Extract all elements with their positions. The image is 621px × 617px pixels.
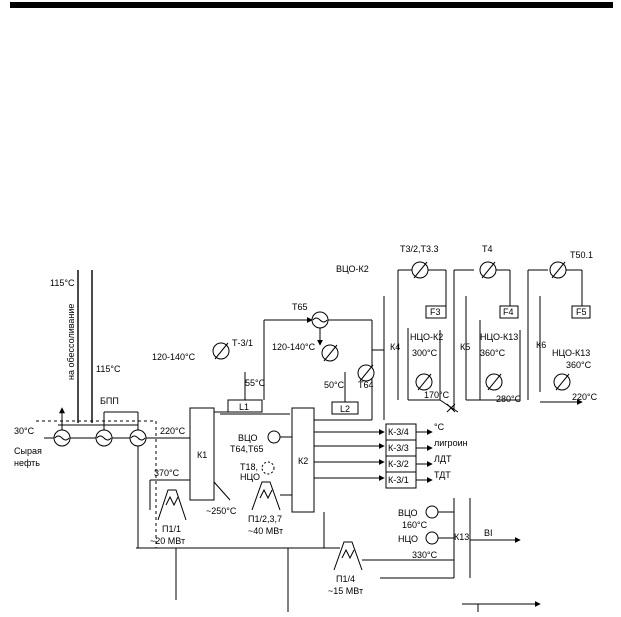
label-k6: К6 — [536, 340, 546, 350]
reboiler-k5 — [485, 373, 503, 391]
label-t160: 160°C — [402, 520, 428, 530]
label-f4: F4 — [503, 307, 514, 317]
furnace-p1-237 — [251, 481, 281, 511]
label-out-ligroin: лигроин — [434, 438, 468, 448]
label-nco-k2: НЦО-К2 — [410, 332, 443, 342]
label-nco: НЦО — [240, 472, 260, 482]
label-p1-4-power: ~15 МВт — [328, 586, 363, 596]
label-t50: 50°C — [324, 380, 345, 390]
label-k1: К1 — [197, 450, 207, 460]
label-p1-1: П1/1 — [162, 524, 181, 534]
label-k2: К2 — [298, 456, 308, 466]
label-nco-bottom: НЦО — [398, 534, 418, 544]
label-t120-140-left: 120-140°C — [152, 352, 196, 362]
label-t64-t65: Т64,Т65 — [230, 444, 264, 454]
pump-nco — [261, 461, 275, 475]
label-t280: 280°C — [496, 394, 522, 404]
label-nco-k13-r: НЦО-К13 — [552, 348, 590, 358]
cooler-t64 — [357, 364, 375, 382]
label-l2: L2 — [340, 404, 350, 414]
reboiler-k6 — [553, 373, 571, 391]
label-t220-k1: 220°C — [160, 426, 186, 436]
valve-icon — [446, 403, 456, 413]
label-t360-r: 360°C — [566, 360, 592, 370]
label-t3-1: Т-3/1 — [232, 338, 253, 348]
label-k34: К-3/4 — [388, 427, 409, 437]
label-t250: ~250°C — [206, 506, 237, 516]
label-t18: Т18, — [240, 462, 258, 472]
label-t115-mid: 115°C — [96, 364, 121, 374]
label-t50-1: Т50.1 — [570, 250, 593, 260]
label-t300: 300°C — [412, 348, 438, 358]
label-t32-33: Т3/2,Т3.3 — [400, 244, 439, 254]
heat-exchanger-t65 — [311, 311, 329, 329]
label-t4: Т4 — [482, 244, 493, 254]
label-k5: К5 — [460, 342, 470, 352]
vessel-f5 — [571, 305, 591, 319]
vessel-f3 — [425, 305, 447, 319]
k1-bottom-out — [213, 481, 231, 501]
label-t115-left: 115°C — [50, 278, 75, 288]
label-l1: L1 — [239, 402, 249, 412]
column-k1 — [189, 407, 215, 501]
pump-vco-bottom — [425, 505, 439, 519]
label-to-stabilization: на обессоливание — [66, 304, 76, 380]
label-out-c: °С — [434, 422, 445, 432]
heat-exchanger-2 — [95, 429, 113, 447]
label-t65: Т65 — [292, 302, 308, 312]
label-vco-bottom: ВЦО — [398, 508, 417, 518]
label-t330: 330°C — [412, 550, 438, 560]
cooler-t4 — [479, 261, 497, 279]
stripper-stack — [385, 423, 417, 489]
label-t30: 30°C — [14, 426, 35, 436]
label-vi: ВI — [484, 528, 493, 538]
label-t55: 55°C — [245, 378, 266, 388]
label-p1-237: П1/2,3,7 — [248, 514, 282, 524]
label-out-tdt: ТДТ — [434, 470, 451, 480]
label-out-ldt: ЛДТ — [434, 454, 452, 464]
furnace-p1-4 — [333, 541, 363, 571]
heat-exchanger-1 — [53, 429, 71, 447]
label-k31: К-3/1 — [388, 475, 409, 485]
label-raw-oil-2: нефть — [14, 458, 40, 468]
label-t120-140-mid: 120-140°C — [272, 342, 316, 352]
cooler-t50-1 — [549, 261, 567, 279]
heat-exchanger-3 — [129, 429, 147, 447]
label-t360-mid: 360°C — [480, 348, 506, 358]
reboiler-k4 — [415, 373, 433, 391]
vessel-f4 — [499, 305, 519, 319]
label-k33: К-3/3 — [388, 443, 409, 453]
label-k4: К4 — [390, 342, 400, 352]
furnace-p1-1 — [157, 489, 187, 521]
label-vco-k2: ВЦО-К2 — [336, 264, 369, 274]
cooler-mid — [321, 344, 339, 362]
label-t170: 170°C — [424, 390, 450, 400]
label-t370: 370°C — [154, 468, 180, 478]
label-vco: ВЦО — [238, 433, 257, 443]
pump-nco-bottom — [425, 531, 439, 545]
label-f3: F3 — [430, 307, 441, 317]
label-p1-1-power: ~20 МВт — [150, 536, 185, 546]
label-p1-237-power: ~40 МВт — [248, 526, 283, 536]
label-t220-r: 220°C — [572, 392, 598, 402]
pump-vco — [267, 430, 281, 444]
label-raw-oil-1: Сырая — [14, 446, 42, 456]
top-rule — [10, 2, 613, 8]
label-bpp: БПП — [100, 396, 119, 406]
label-p1-4: П1/4 — [336, 574, 355, 584]
label-k32: К-3/2 — [388, 459, 409, 469]
label-k13: К13 — [454, 532, 469, 542]
column-k2 — [291, 407, 315, 513]
label-nco-k13: НЦО-К13 — [480, 332, 518, 342]
label-f5: F5 — [576, 307, 587, 317]
label-t64: Т64 — [358, 380, 374, 390]
cooler-t3-1 — [212, 342, 230, 360]
cooler-t3-2 — [411, 261, 429, 279]
